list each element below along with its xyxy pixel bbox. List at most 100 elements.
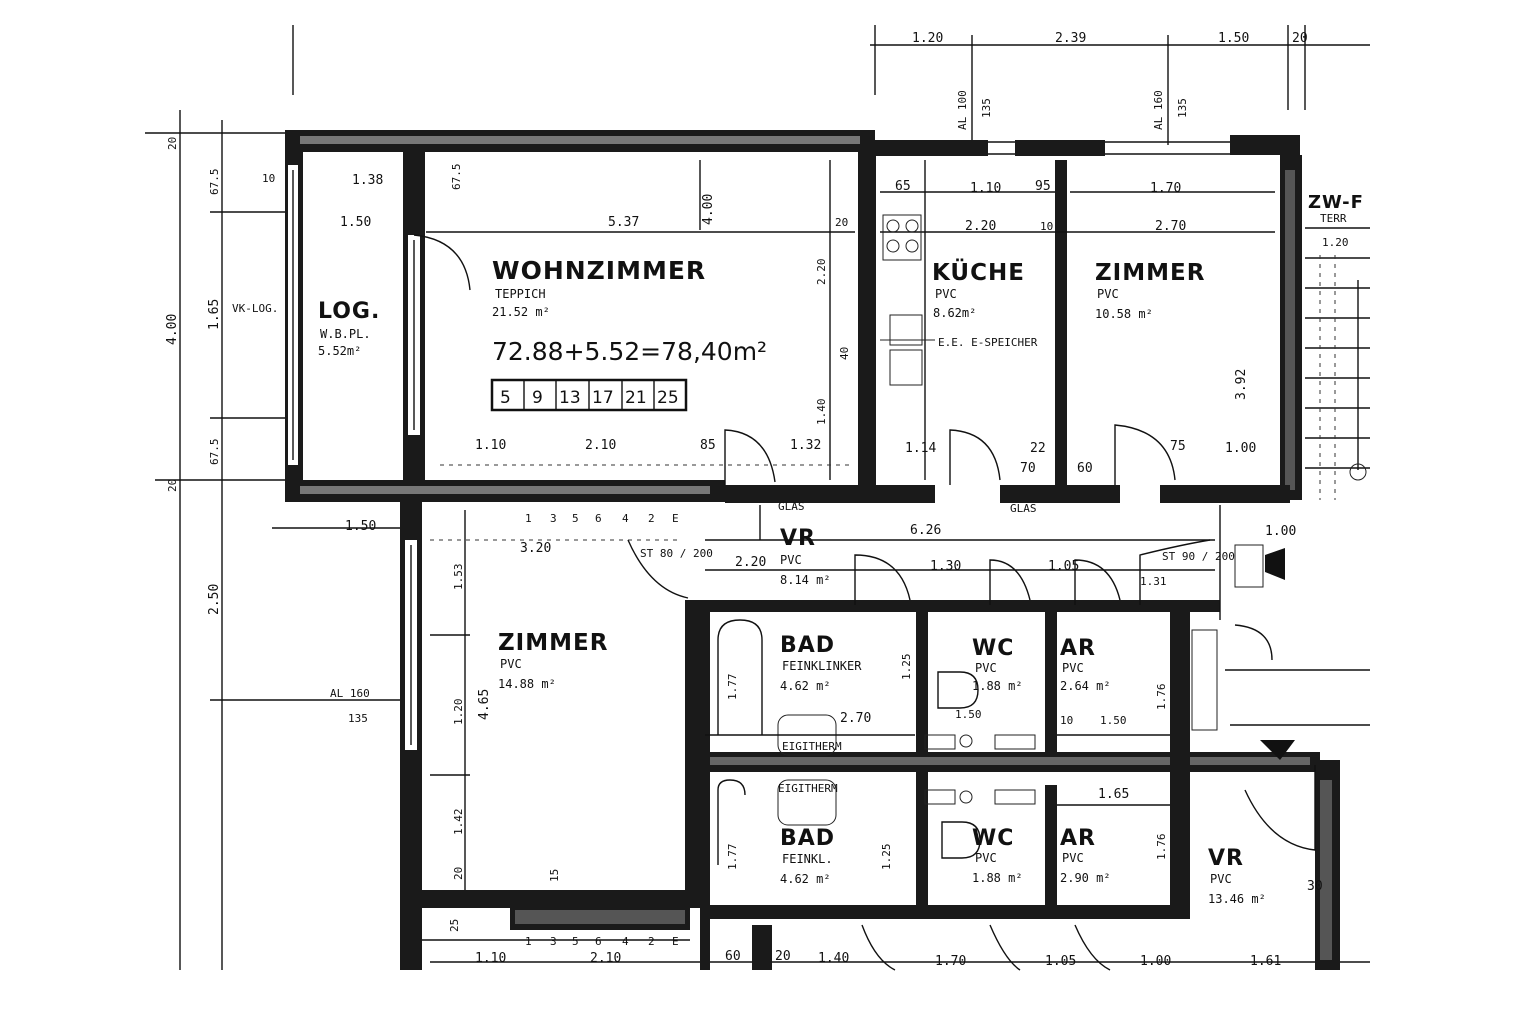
svg-text:EIGITHERM: EIGITHERM (782, 740, 842, 753)
svg-text:1.38: 1.38 (352, 173, 383, 188)
svg-text:1.25: 1.25 (880, 844, 893, 871)
svg-text:3: 3 (550, 935, 557, 948)
svg-text:ST 90 / 200: ST 90 / 200 (1162, 550, 1235, 563)
room-name-ar-1: AR (1060, 636, 1096, 661)
svg-text:1.76: 1.76 (1155, 684, 1168, 711)
svg-text:2.20: 2.20 (735, 555, 766, 570)
svg-text:135: 135 (1176, 98, 1189, 118)
svg-text:4: 4 (622, 935, 629, 948)
svg-text:1.05: 1.05 (1048, 559, 1079, 574)
svg-text:1.88 m²: 1.88 m² (972, 679, 1023, 693)
svg-text:PVC: PVC (1097, 287, 1119, 301)
svg-text:1.65: 1.65 (1098, 787, 1129, 802)
svg-text:14.88 m²: 14.88 m² (498, 677, 556, 691)
svg-text:4.00: 4.00 (165, 314, 180, 345)
svg-text:20: 20 (1292, 31, 1308, 46)
svg-text:2.70: 2.70 (1155, 219, 1186, 234)
svg-text:5: 5 (572, 935, 579, 948)
svg-text:4.65: 4.65 (477, 689, 492, 720)
svg-text:PVC: PVC (500, 657, 522, 671)
svg-text:25: 25 (657, 388, 679, 408)
svg-text:E: E (672, 935, 679, 948)
svg-text:13.46 m²: 13.46 m² (1208, 892, 1266, 906)
svg-text:1: 1 (525, 512, 532, 525)
svg-text:1.00: 1.00 (1225, 441, 1256, 456)
door-arc-wohnzimmer (724, 429, 776, 485)
room-name-wc-1: WC (972, 636, 1014, 661)
svg-text:60: 60 (725, 949, 741, 964)
svg-text:5.52m²: 5.52m² (318, 344, 361, 358)
svg-text:1: 1 (525, 935, 532, 948)
svg-text:1.14: 1.14 (905, 441, 936, 456)
svg-text:135: 135 (980, 98, 993, 118)
svg-text:8.14 m²: 8.14 m² (780, 573, 831, 587)
total-area: 72.88+5.52=78,40m² (492, 337, 767, 366)
svg-text:10: 10 (262, 172, 275, 185)
svg-text:67.5: 67.5 (208, 169, 221, 196)
svg-text:1.20: 1.20 (1322, 236, 1349, 249)
door-arc-zimmer (627, 539, 689, 599)
svg-text:2.70: 2.70 (840, 711, 871, 726)
svg-text:20: 20 (166, 479, 179, 492)
svg-text:TERR: TERR (1320, 212, 1347, 225)
room-name-loggia: LOG. (318, 299, 380, 324)
svg-text:GLAS: GLAS (1010, 502, 1037, 515)
svg-text:1.00: 1.00 (1265, 524, 1296, 539)
svg-text:2.10: 2.10 (585, 438, 616, 453)
svg-text:20: 20 (166, 137, 179, 150)
svg-text:5: 5 (500, 388, 511, 408)
svg-text:21: 21 (625, 388, 647, 408)
svg-text:6: 6 (595, 512, 602, 525)
svg-text:1.50: 1.50 (340, 215, 371, 230)
svg-text:60: 60 (1077, 461, 1093, 476)
svg-text:FEINKL.: FEINKL. (782, 852, 833, 866)
svg-text:2.10: 2.10 (590, 951, 621, 966)
svg-text:3: 3 (550, 512, 557, 525)
svg-text:95: 95 (1035, 179, 1051, 194)
room-name-wohnzimmer: WOHNZIMMER (492, 256, 706, 285)
svg-text:1.76: 1.76 (1155, 834, 1168, 861)
svg-text:1.40: 1.40 (815, 399, 828, 426)
room-name-zimmer-sw: ZIMMER (498, 630, 608, 656)
svg-text:1.10: 1.10 (970, 181, 1001, 196)
svg-text:W.B.PL.: W.B.PL. (320, 327, 371, 341)
svg-text:135: 135 (348, 712, 368, 725)
svg-text:1.77: 1.77 (726, 674, 739, 701)
svg-text:10: 10 (1040, 220, 1053, 233)
room-name-bad-1: BAD (780, 633, 835, 658)
svg-text:9: 9 (532, 388, 543, 408)
svg-text:13: 13 (559, 388, 581, 408)
svg-text:6.26: 6.26 (910, 523, 941, 538)
svg-text:10: 10 (1060, 714, 1073, 727)
svg-text:21.52 m²: 21.52 m² (492, 305, 550, 319)
svg-text:AL 160: AL 160 (1152, 90, 1165, 130)
svg-text:1.50: 1.50 (955, 708, 982, 721)
svg-text:1.50: 1.50 (345, 519, 376, 534)
svg-text:4.62 m²: 4.62 m² (780, 679, 831, 693)
door-arc-loggia (413, 234, 471, 291)
svg-text:PVC: PVC (1210, 872, 1232, 886)
svg-text:ST 80 / 200: ST 80 / 200 (640, 547, 713, 560)
svg-text:1.30: 1.30 (930, 559, 961, 574)
svg-text:40: 40 (838, 347, 851, 360)
svg-text:1.65: 1.65 (207, 299, 222, 330)
svg-text:PVC: PVC (780, 553, 802, 567)
svg-text:2.50: 2.50 (207, 584, 222, 615)
svg-text:20: 20 (835, 216, 848, 229)
room-name-wc-2: WC (972, 826, 1014, 851)
svg-text:2.90 m²: 2.90 m² (1060, 871, 1111, 885)
svg-text:3.92: 3.92 (1234, 369, 1249, 400)
svg-text:1.10: 1.10 (475, 438, 506, 453)
svg-text:2: 2 (648, 935, 655, 948)
svg-text:1.10: 1.10 (475, 951, 506, 966)
svg-text:GLAS: GLAS (778, 500, 805, 513)
svg-text:30: 30 (1307, 879, 1323, 894)
svg-text:PVC: PVC (975, 851, 997, 865)
room-name-zimmer-ne: ZIMMER (1095, 260, 1205, 286)
room-name-ar-2: AR (1060, 826, 1096, 851)
svg-text:85: 85 (700, 438, 716, 453)
svg-text:1.50: 1.50 (1218, 31, 1249, 46)
room-name-zw: ZW-F (1308, 192, 1364, 213)
svg-text:1.05: 1.05 (1045, 954, 1076, 969)
